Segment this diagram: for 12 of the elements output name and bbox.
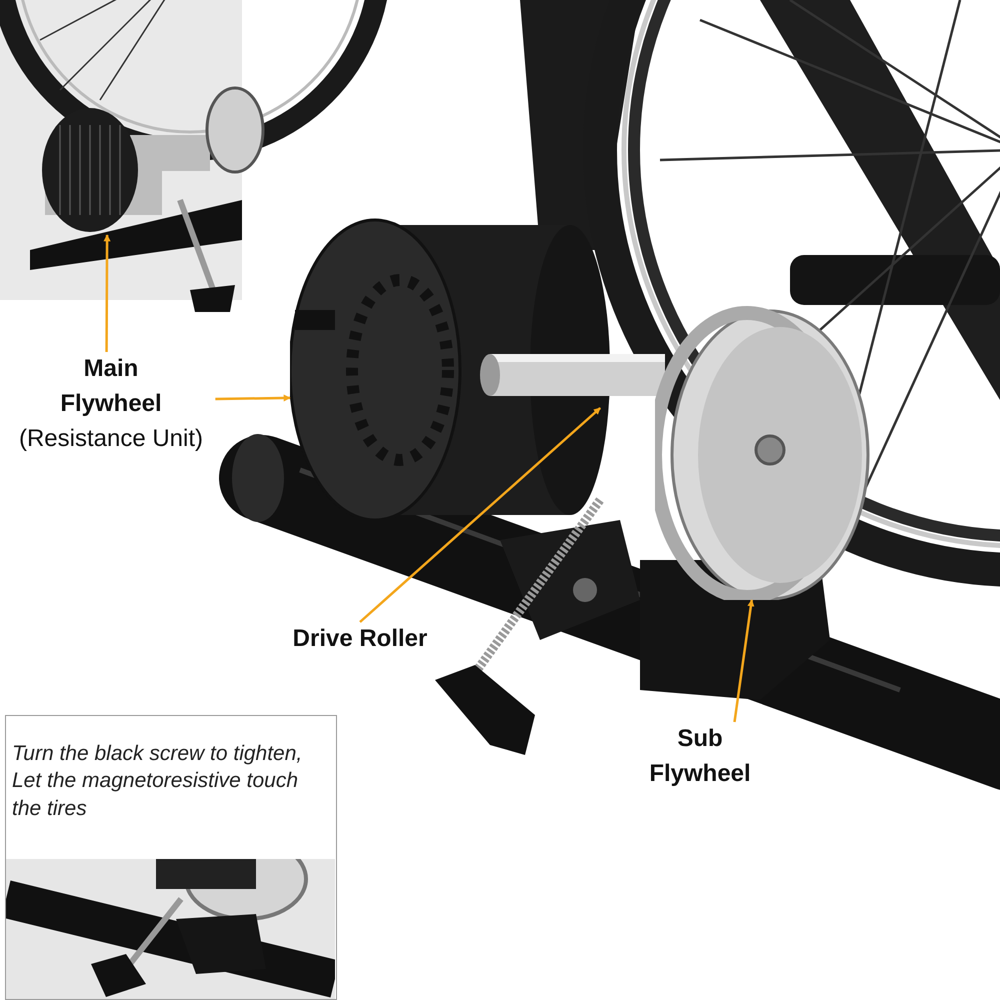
flywheel-drawing [655, 305, 870, 600]
leader-arrow [359, 407, 602, 623]
part-label: Sub Flywheel [648, 724, 752, 789]
instruction-panel [5, 715, 337, 1000]
part-label: Main Flywheel [59, 354, 163, 419]
part-label: Drive Roller [292, 624, 428, 654]
leader-arrow [215, 394, 291, 402]
leader-arrow [733, 599, 754, 722]
part-sublabel: (Resistance Unit) [18, 424, 204, 454]
instruction-text: Turn the black screw to tighten, Let the magnetoresistive touch the tires [11, 741, 304, 822]
leader-arrow [104, 234, 111, 352]
flywheel-drawing [40, 105, 162, 235]
